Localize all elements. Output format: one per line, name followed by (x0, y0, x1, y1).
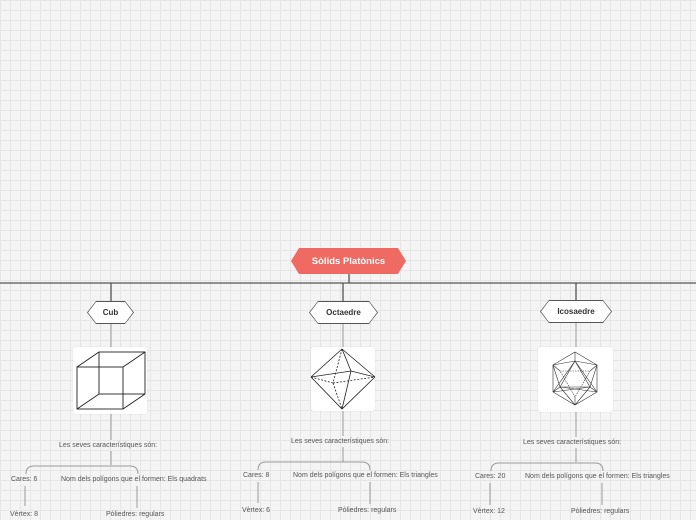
octahedron-icon (310, 348, 376, 410)
cub-faces[interactable]: Cares: 6 (11, 476, 38, 483)
topic-cub-label: Cub (102, 308, 119, 317)
icosaedre-polygons[interactable]: Nom dels polígons que el formen: Els tri… (525, 473, 670, 480)
icosaedre-polyhedra[interactable]: Pòliedres: regulars (571, 508, 630, 515)
root-topic-label: Sòlids Platònics (311, 255, 386, 267)
octaedre-polygons[interactable]: Nom dels polígons que el formen: Els tri… (293, 472, 438, 479)
octaedre-heading[interactable]: Les seves característiques són: (291, 438, 390, 445)
icosahedron-icon (552, 351, 598, 406)
topic-icosaedre[interactable]: Icosaedre (540, 300, 612, 323)
cube-icon (76, 351, 146, 410)
octaedre-vertices[interactable]: Vèrtex: 6 (242, 507, 271, 514)
topic-icosaedre-label: Icosaedre (557, 307, 595, 316)
root-topic[interactable]: Sòlids Platònics (291, 248, 406, 274)
cub-polyhedra[interactable]: Pòliedres: regulars (106, 511, 165, 518)
octahedron-image[interactable] (310, 347, 376, 411)
icosaedre-faces[interactable]: Cares: 20 (475, 473, 506, 480)
icosaedre-heading[interactable]: Les seves característiques són: (523, 439, 622, 446)
cub-polygons[interactable]: Nom dels polígons que el formen: Els qua… (61, 476, 207, 483)
cub-heading[interactable]: Les seves característiques són: (59, 442, 158, 449)
octaedre-faces[interactable]: Cares: 8 (243, 472, 270, 479)
icosahedron-image[interactable] (538, 347, 613, 412)
cub-vertices[interactable]: Vèrtex: 8 (10, 511, 39, 518)
topic-octaedre-label: Octaedre (326, 308, 361, 317)
octaedre-polyhedra[interactable]: Pòliedres: regulars (338, 507, 397, 514)
topic-octaedre[interactable]: Octaedre (309, 301, 378, 324)
cube-image[interactable] (73, 347, 147, 414)
icosaedre-vertices[interactable]: Vèrtex: 12 (473, 508, 505, 515)
topic-cub[interactable]: Cub (87, 301, 134, 324)
